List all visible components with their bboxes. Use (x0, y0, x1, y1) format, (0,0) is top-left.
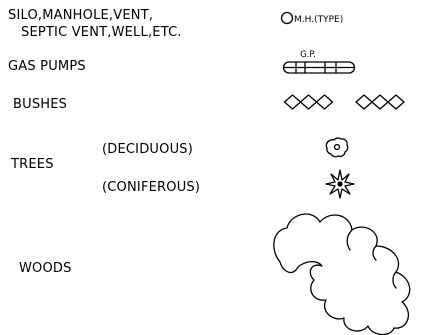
manhole-type-text: M.H.(TYPE) (294, 15, 343, 25)
gas-pump-icon (282, 61, 356, 74)
bushes-label: BUSHES (13, 97, 68, 112)
bush-zigzag-icon (283, 94, 405, 110)
coniferous-tree-icon (325, 169, 355, 199)
gas-pumps-label: GAS PUMPS (8, 59, 86, 74)
woods-label: WOODS (19, 261, 72, 276)
manhole-circle-icon (280, 11, 294, 25)
coniferous-label: (CONIFEROUS) (102, 180, 201, 195)
gas-pump-text: G.P. (300, 50, 316, 60)
deciduous-tree-icon (325, 137, 349, 158)
trees-label: TREES (11, 157, 54, 172)
silo-label-line2: SEPTIC VENT,WELL,ETC. (21, 25, 182, 40)
deciduous-label: (DECIDUOUS) (102, 142, 194, 157)
woods-cloud-icon (273, 213, 411, 335)
silo-label-line1: SILO,MANHOLE,VENT, (8, 8, 154, 23)
